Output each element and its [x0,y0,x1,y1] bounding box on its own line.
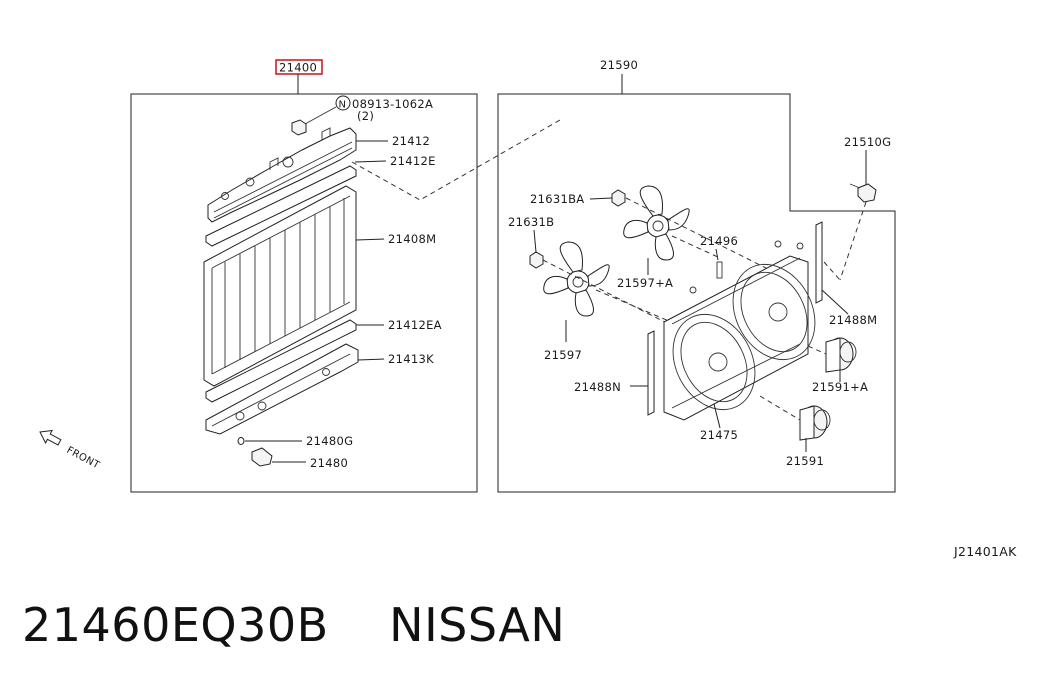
upper-tank [207,127,357,223]
label-bolt-qty: (2) [357,109,374,123]
label-21631B[interactable]: 21631B [508,215,554,229]
label-21475[interactable]: 21475 [700,428,738,442]
fan-a [623,185,690,261]
radiator-core [203,185,357,387]
label-08913-1062A[interactable]: 08913-1062A [352,97,433,111]
reference-code: J21401AK [953,544,1017,559]
connector-dashed-line [351,119,561,201]
upper-seal [205,165,357,247]
label-21631BA[interactable]: 21631BA [530,192,584,206]
label-21408M[interactable]: 21408M [388,232,436,246]
lower-seal [205,319,357,403]
label-21597A[interactable]: 21597+A [617,276,673,290]
drain-gasket [237,437,245,445]
plate-n [647,330,655,416]
label-21488N[interactable]: 21488N [574,380,621,394]
nut-b-part [529,251,544,269]
label-21412EA[interactable]: 21412EA [388,318,442,332]
n-symbol [335,95,351,111]
label-21412E[interactable]: 21412E [390,154,436,168]
label-21591A[interactable]: 21591+A [812,380,868,394]
label-21480G[interactable]: 21480G [306,434,353,448]
label-21591[interactable]: 21591 [786,454,824,468]
label-21480[interactable]: 21480 [310,456,348,470]
label-21590[interactable]: 21590 [600,58,638,72]
core-fins [224,198,345,368]
assembly-highlight-box [275,59,323,75]
bolt2-part [857,183,877,203]
label-21412[interactable]: 21412 [392,134,430,148]
resistor-part [716,261,723,279]
motor-a [825,337,857,373]
front-arrow-icon [39,429,62,446]
motor [799,405,831,441]
label-21413K[interactable]: 21413K [388,352,434,366]
radiator-panel-frame [130,93,478,493]
drain-plug [251,447,273,467]
fan [543,241,610,317]
plate-m [815,221,823,304]
label-21496[interactable]: 21496 [700,234,738,248]
bolt-part [291,119,307,136]
nut-a-part [611,189,626,207]
label-21488M[interactable]: 21488M [829,313,877,327]
fan-panel-frame [497,93,896,493]
label-n: N [339,100,347,111]
fan-shroud [663,240,816,421]
part-number-footer: 21460EQ30B NISSAN [22,598,566,652]
label-21597[interactable]: 21597 [544,348,582,362]
label-front: FRONT [65,445,102,472]
label-21400[interactable]: 21400 [279,61,317,75]
label-21510G[interactable]: 21510G [844,135,891,149]
